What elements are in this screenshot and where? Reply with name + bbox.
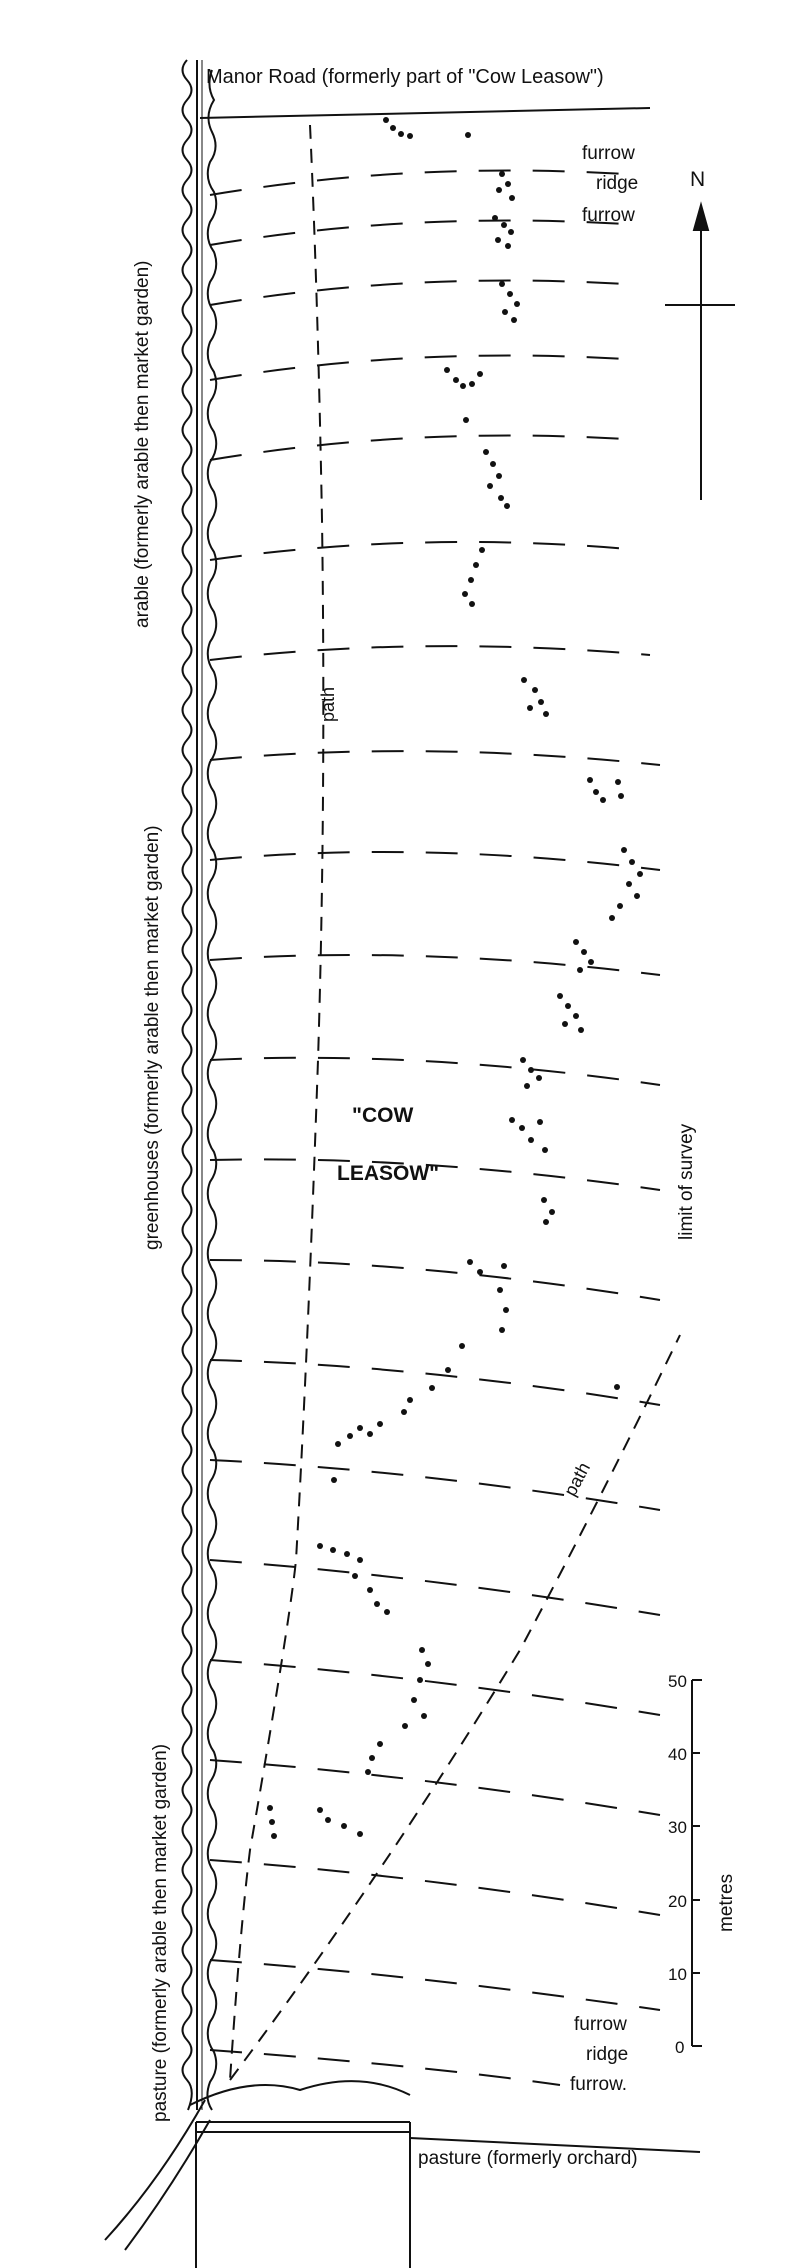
cow-label: "COW (352, 1104, 414, 1127)
ridge-furrow-dashes (209, 169, 661, 2086)
scale-tick-40: 40 (668, 1745, 687, 1764)
hedge-boundary (181, 59, 218, 2111)
north-arrow (665, 201, 735, 500)
manor-road-label: Manor Road (formerly part of "Cow Leasow… (206, 66, 604, 88)
north-label: N (690, 168, 706, 191)
field-boundary-lines (104, 107, 701, 2268)
pasture-west-label: pasture (formerly arable then market gar… (150, 1743, 171, 2122)
metres-label: metres (716, 1873, 737, 1932)
pasture-orchard-label: pasture (formerly orchard) (418, 2148, 638, 2169)
find-scatter (267, 117, 643, 1839)
scale-tick-10: 10 (668, 1965, 687, 1984)
arable-label: arable (formerly arable then market gard… (132, 260, 153, 628)
greenhouses-label: greenhouses (formerly arable then market… (142, 825, 163, 1250)
furrow-label-top-2: furrow (582, 205, 635, 226)
furrow-label-bottom-1: furrow (574, 2014, 627, 2035)
footpaths (229, 124, 681, 2081)
limit-of-survey-label: limit of survey (676, 1123, 697, 1240)
ridge-label-top: ridge (596, 173, 639, 194)
path-label-north: path (318, 686, 338, 722)
scale-tick-50: 50 (668, 1672, 687, 1691)
scale-tick-30: 30 (668, 1818, 687, 1837)
scale-tick-20: 20 (668, 1892, 687, 1911)
ridge-label-bottom: ridge (586, 2044, 629, 2065)
furrow-label-bottom-2: furrow. (570, 2074, 628, 2095)
scale-tick-0: 0 (675, 2038, 685, 2057)
scale-bar (691, 1679, 702, 2047)
furrow-label-top-1: furrow (582, 143, 635, 164)
leasow-label: LEASOW" (337, 1162, 440, 1185)
